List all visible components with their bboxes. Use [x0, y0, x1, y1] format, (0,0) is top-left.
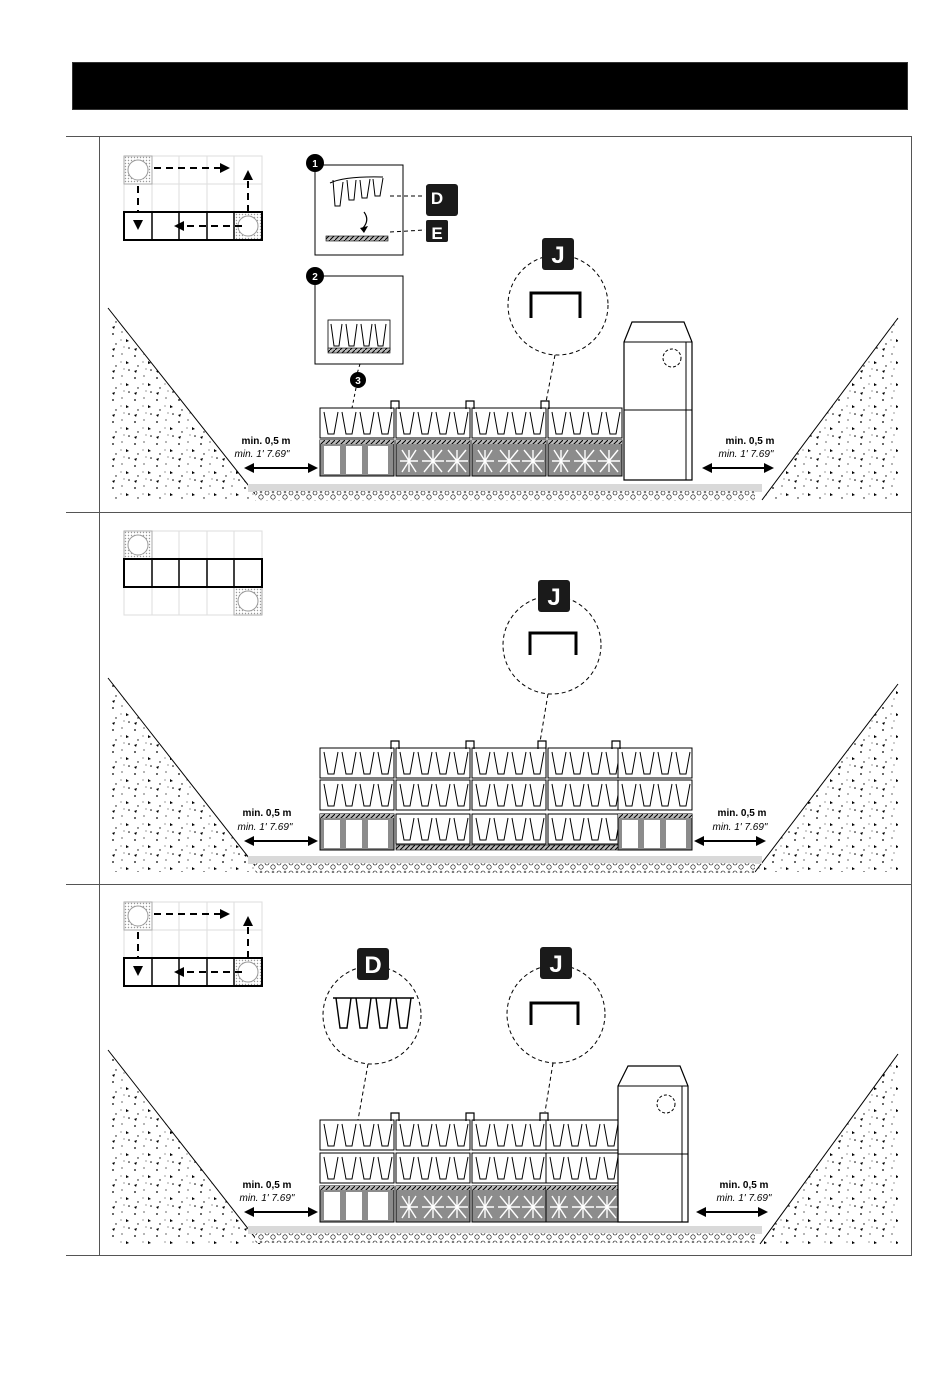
clearance-right-imperial-2: min. 1' 7.69" [713, 822, 768, 833]
clearance-left-metric-3: min. 0,5 m [243, 1180, 292, 1191]
inset-step-2: 2 3 [306, 267, 403, 408]
step-1-number: 1 [312, 159, 318, 170]
tag-J-3: J [549, 951, 562, 978]
layer-grid-legend-2 [124, 531, 262, 615]
layer-grid-legend-3 [124, 902, 262, 986]
callout-J-3: J [507, 947, 605, 1112]
tag-D: D [364, 952, 381, 979]
clearance-right-metric-3: min. 0,5 m [720, 1180, 769, 1191]
clearance-right-metric-2: min. 0,5 m [718, 808, 767, 819]
clearance-left-metric: min. 0,5 m [242, 436, 291, 447]
callout-D: D [323, 948, 421, 1120]
callout-J: J [508, 238, 608, 402]
step-3-number: 3 [355, 376, 361, 387]
layer-grid-legend [124, 156, 262, 240]
tag-J-2: J [547, 584, 560, 611]
clearance-left-metric-2: min. 0,5 m [243, 808, 292, 819]
panel-3: D J [108, 902, 898, 1244]
clearance-right-metric: min. 0,5 m [726, 436, 775, 447]
clearance-right-imperial: min. 1' 7.69" [719, 449, 774, 460]
clearance-left-imperial-2: min. 1' 7.69" [238, 822, 293, 833]
inset-step-1: 1 D E [306, 154, 458, 255]
callout-J-2: J [503, 580, 601, 742]
clearance-right-imperial-3: min. 1' 7.69" [717, 1193, 772, 1204]
step-2-number: 2 [312, 272, 318, 283]
label-D: D [431, 189, 443, 208]
panel-1: 1 D E 2 [108, 154, 898, 501]
inspection-shaft [624, 322, 692, 480]
panel-2: J [108, 531, 898, 873]
tag-J: J [551, 242, 564, 269]
clearance-left-imperial-3: min. 1' 7.69" [240, 1193, 295, 1204]
inspection-shaft-3 [618, 1066, 688, 1222]
label-E: E [431, 224, 442, 243]
clearance-left-imperial: min. 1' 7.69" [235, 449, 290, 460]
